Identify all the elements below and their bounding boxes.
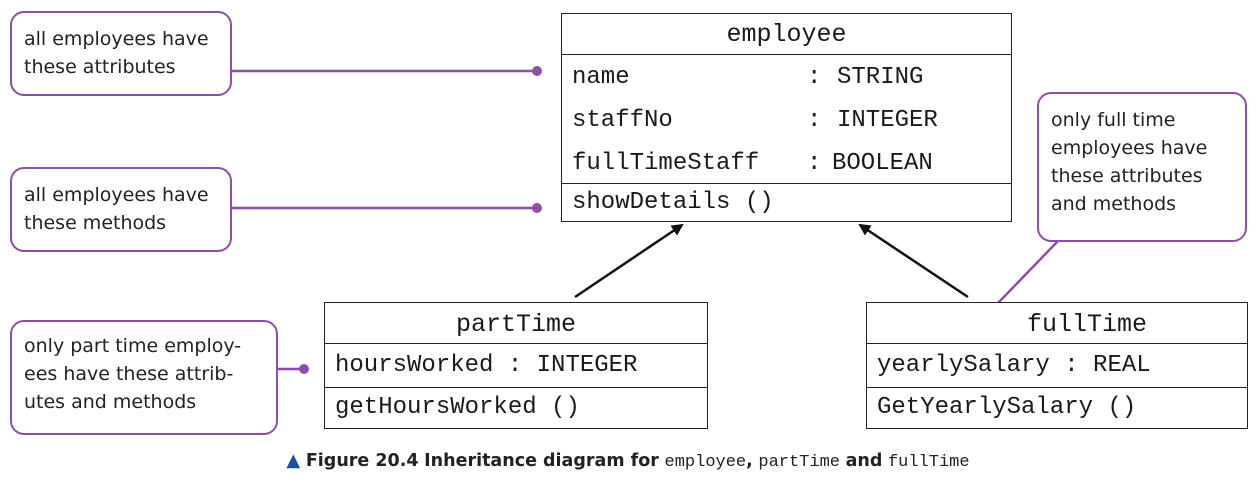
figure-number: Figure 20.4 [305,451,419,471]
attribute-row: hoursWorked : INTEGER [335,352,638,379]
note-connector-dot-methods [532,203,542,213]
note-connector-dot-attributes [532,66,542,76]
note-line: ees have these attrib- [24,363,234,385]
class-title: employee [562,14,1011,55]
class-title: partTime [325,303,707,344]
note-line: all employees have [24,28,209,50]
note-part-time: only part time employ- ees have these at… [10,320,278,435]
attribute-type: INTEGER [837,107,938,134]
method-row: GetYearlySalary () [867,387,1247,427]
class-title: fullTime [867,303,1247,344]
note-line: employees have [1051,137,1208,159]
attribute-row: staffNo: INTEGER [562,101,1011,141]
caption-code-employee: employee [664,453,747,472]
attribute-separator: : [807,150,822,177]
caption-separator: , [746,451,753,471]
attribute-row: fullTimeStaff: BOOLEAN [562,144,1011,184]
caption-code-parttime: partTime [758,453,840,472]
note-connector-dot-part-time [299,364,309,374]
class-employee: employee name: STRING staffNo: INTEGER ful… [561,13,1012,222]
note-line: utes and methods [24,391,197,413]
method-row: showDetails () [562,183,1011,221]
attribute-row: yearlySalary : REAL [877,352,1151,379]
attribute-type: STRING [837,64,924,91]
inheritance-arrow-parttime [574,223,684,299]
caption-triangle-icon: ▲ [286,450,301,471]
note-line: only full time [1051,109,1176,131]
note-full-time: only full time employees have these attr… [1037,92,1247,242]
class-parttime: partTime hoursWorked : INTEGER getHoursW… [324,302,708,429]
note-all-attributes: all employees have these attributes [10,11,232,96]
note-line: these attributes [1051,165,1203,187]
caption-code-fulltime: fullTime [887,453,970,472]
caption-text: Inheritance diagram for [424,451,659,471]
note-line: and methods [1051,193,1177,215]
note-line: these attributes [24,56,176,78]
note-line: only part time employ- [24,335,242,357]
attribute-name: fullTimeStaff [572,150,760,177]
attribute-type: BOOLEAN [832,150,933,177]
attribute-separator: : [807,64,822,91]
note-line: all employees have [24,184,209,206]
class-fulltime: fullTime yearlySalary : REAL GetYearlySa… [866,302,1248,429]
caption-and: and [845,451,883,471]
note-line: these methods [24,212,167,234]
figure-caption: ▲ Figure 20.4 Inheritance diagram for em… [0,450,1256,472]
attribute-row: name: STRING [562,58,1011,98]
attribute-name: staffNo [572,107,673,134]
attribute-separator: : [807,107,822,134]
inheritance-arrow-fulltime [858,223,969,299]
note-all-methods: all employees have these methods [10,167,232,252]
method-row: getHoursWorked () [325,387,707,427]
attribute-name: name [572,64,630,91]
